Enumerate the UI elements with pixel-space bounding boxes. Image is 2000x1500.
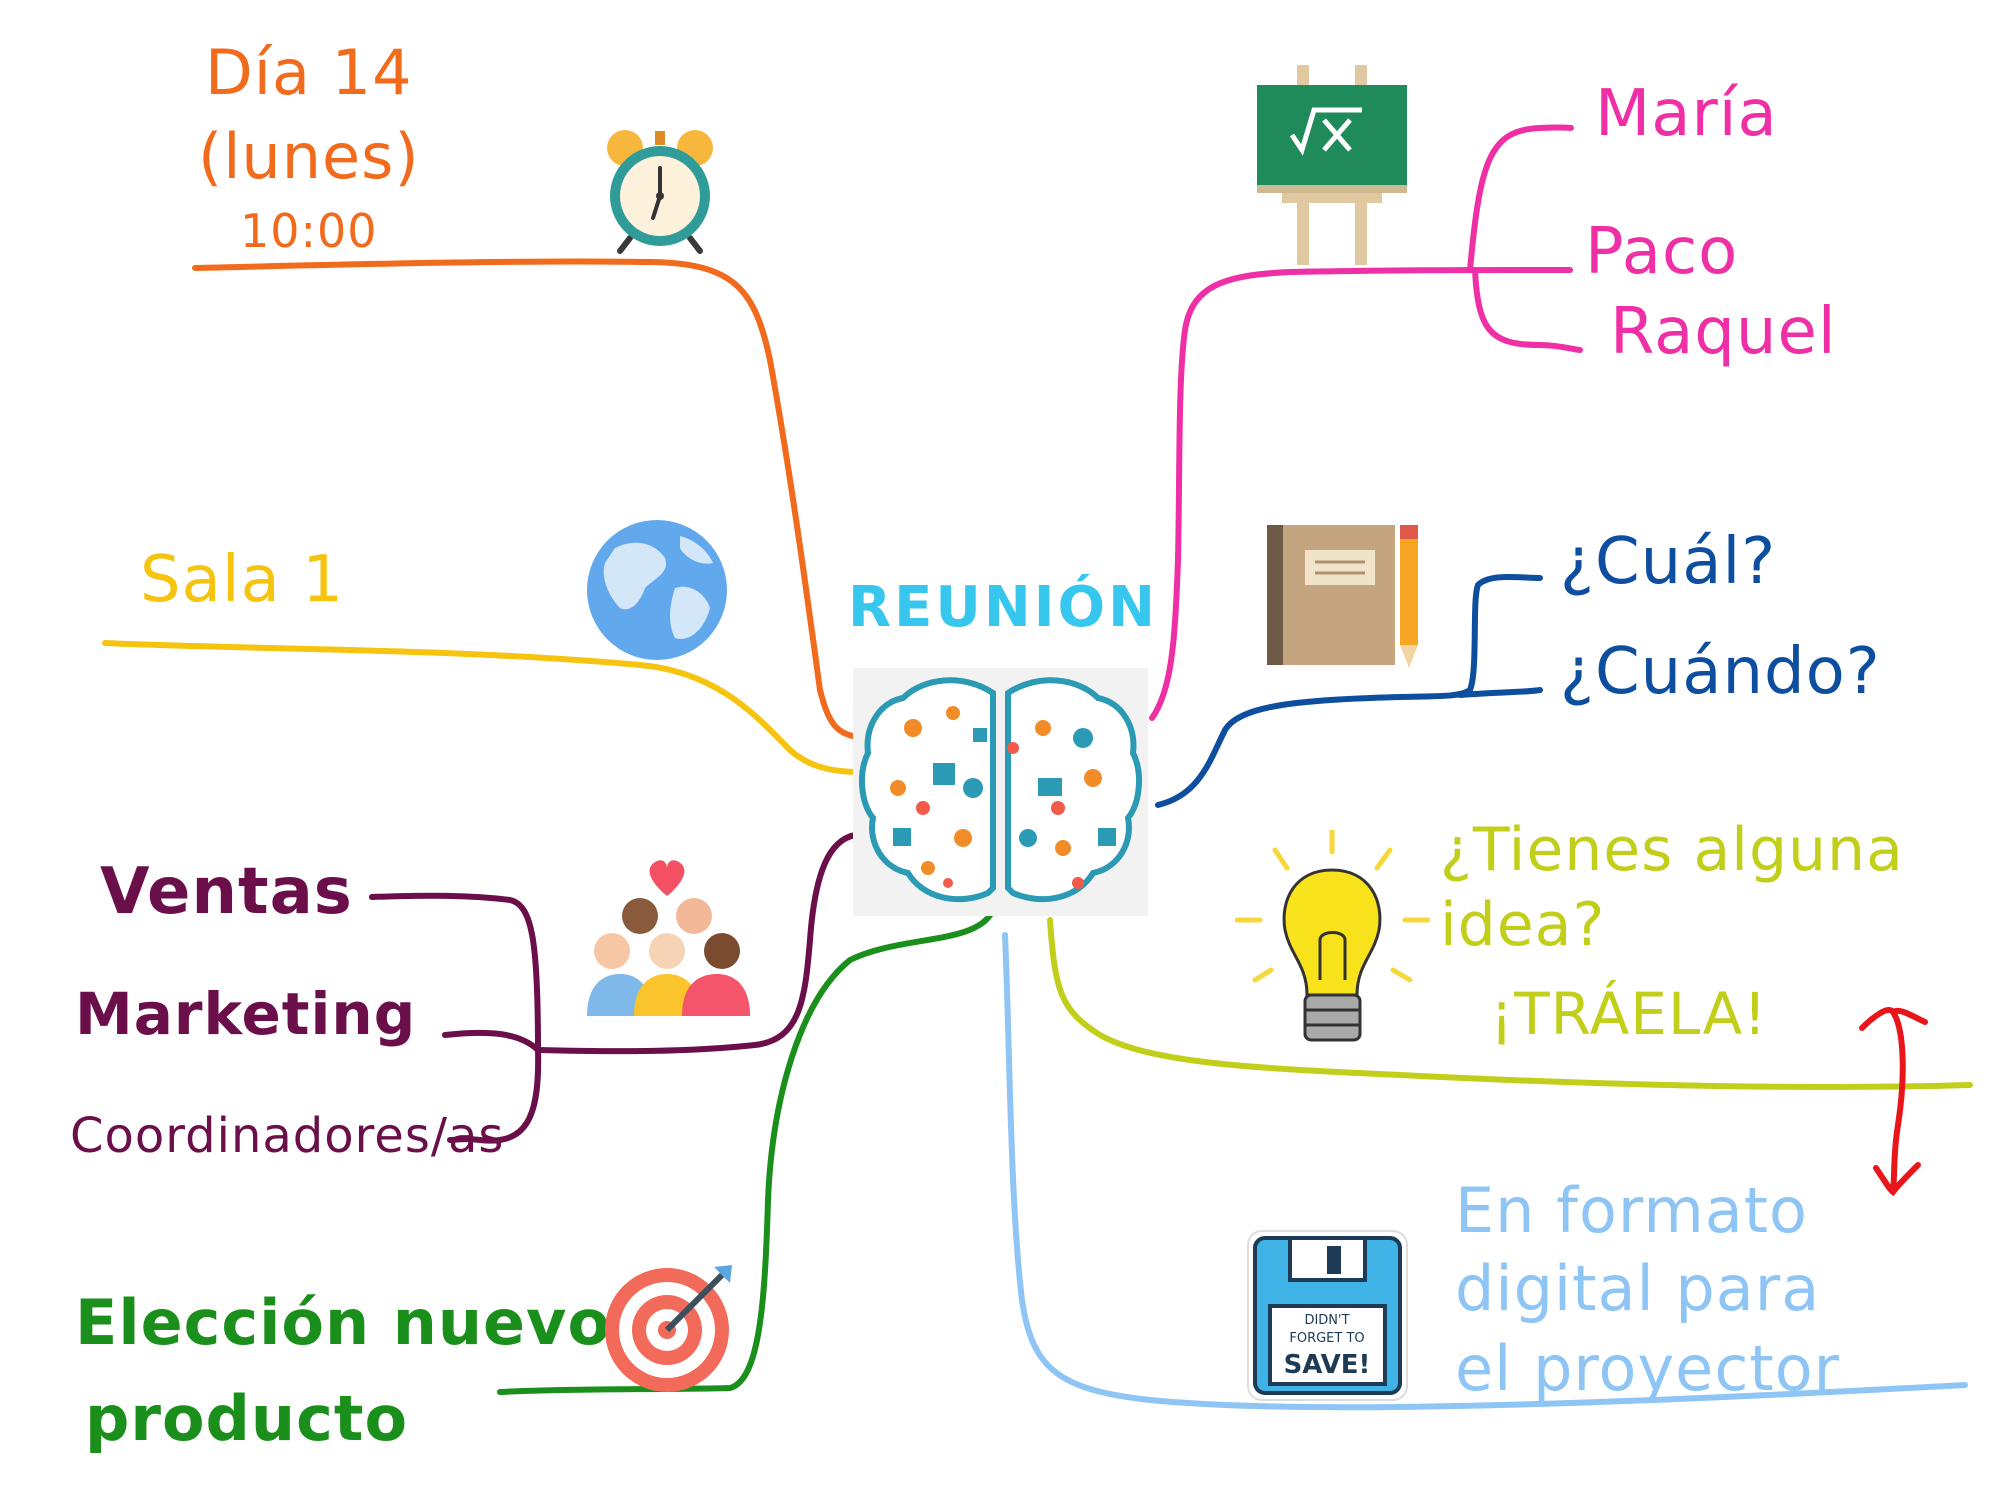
- product-line-1: Elección nuevo: [75, 1286, 612, 1359]
- date-line-1: Día 14: [205, 36, 413, 109]
- brain-icon: [853, 668, 1148, 916]
- branch-line-departments-a: [369, 892, 541, 1053]
- chalkboard-icon: [1252, 65, 1412, 265]
- date-line-2: (lunes): [198, 120, 420, 193]
- branch-line-questions: [1155, 573, 1543, 808]
- branch-line-format: [1002, 932, 1968, 1411]
- sticker-line-2: FORGET TO: [1289, 1331, 1364, 1346]
- sticker-line-3: SAVE!: [1284, 1350, 1371, 1380]
- ideas-line-3: ¡TRÁELA!: [1490, 980, 1768, 1048]
- double-arrow-icon: [1859, 1007, 1928, 1197]
- notebook-pencil-icon: [1265, 520, 1425, 670]
- date-line-3: 10:00: [240, 204, 378, 258]
- branch-line-date: [192, 258, 868, 741]
- department-item-1: Ventas: [100, 855, 353, 929]
- branch-line-departments-main: [535, 832, 858, 1055]
- branch-line-teachers-a: [1467, 124, 1574, 273]
- alarm-clock-icon: [600, 126, 720, 256]
- floppy-disk-icon: DIDN'T FORGET TO SAVE!: [1245, 1228, 1410, 1403]
- format-line-1: En formato: [1455, 1174, 1808, 1247]
- branch-line-ideas: [1047, 917, 1973, 1090]
- teacher-name-3: Raquel: [1610, 295, 1837, 369]
- product-line-2: producto: [85, 1382, 409, 1455]
- ideas-line-2: idea?: [1440, 890, 1606, 960]
- branch-line-departments-b: [442, 1029, 541, 1053]
- format-line-2: digital para: [1455, 1252, 1821, 1325]
- department-item-2: Marketing: [75, 980, 417, 1048]
- branch-line-teachers-c: [1472, 267, 1583, 353]
- lightbulb-icon: [1235, 830, 1430, 1060]
- department-item-3: Coordinadores/as: [70, 1108, 505, 1164]
- question-item-2: ¿Cuándo?: [1560, 635, 1881, 709]
- center-title: REUNIÓN: [848, 575, 1159, 640]
- ideas-line-1: ¿Tienes alguna: [1440, 815, 1904, 885]
- globe-icon: [585, 518, 730, 663]
- format-line-3: el proyector: [1455, 1332, 1841, 1405]
- room-label: Sala 1: [140, 543, 344, 617]
- branch-line-departments-c: [447, 1047, 542, 1144]
- branch-line-teachers-main: [1149, 267, 1573, 721]
- branch-line-questions-b: [1457, 687, 1543, 698]
- branch-line-room: [102, 640, 863, 775]
- question-item-1: ¿Cuál?: [1560, 525, 1777, 599]
- people-group-icon: [582, 856, 752, 1021]
- sticker-line-1: DIDN'T: [1304, 1313, 1349, 1328]
- target-icon: [602, 1255, 742, 1395]
- teacher-name-2: Paco: [1585, 215, 1739, 289]
- teacher-name-1: María: [1595, 77, 1778, 151]
